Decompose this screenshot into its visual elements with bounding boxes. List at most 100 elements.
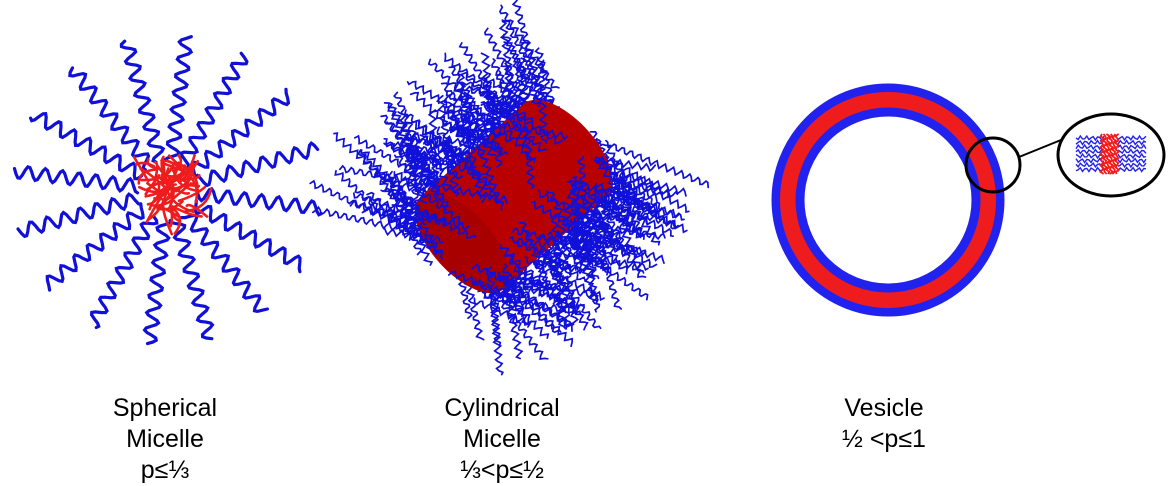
callout-line (1018, 139, 1062, 158)
hydrophobic-tail (571, 176, 645, 240)
core-chain (183, 174, 201, 181)
core-chain (177, 185, 207, 202)
core-chain (159, 188, 174, 202)
hydrophobic-tail (393, 154, 427, 202)
hydrophobic-tail (593, 156, 636, 224)
hydrophobic-tail (179, 213, 269, 314)
zoom-circle (964, 136, 1022, 194)
hydrophobic-tail (45, 202, 145, 292)
hydrophobic-tail (471, 264, 529, 292)
hydrophobic-tail (68, 66, 151, 172)
hydrophobic-tail (557, 230, 649, 301)
spherical-label-line-2: Micelle (126, 425, 204, 453)
hydrophobic-tail (505, 253, 547, 296)
core-chain (172, 153, 196, 180)
hydrophobic-tail (511, 0, 545, 102)
hydrophobic-tail (517, 240, 577, 271)
lipid-tail (1117, 139, 1147, 146)
hydrophobic-tail (436, 126, 505, 211)
core-chain (146, 182, 165, 196)
hydrophobic-tail (498, 4, 560, 89)
core-chain (153, 181, 172, 187)
core-chain (144, 189, 164, 198)
spherical-label-line-1: Spherical (112, 394, 218, 422)
spherical-micelle-core (132, 153, 213, 236)
core-chain (189, 182, 199, 204)
cylindrical-micelle-front-tails (309, 0, 690, 376)
spherical-packing-parameter: p≤⅓ (140, 456, 190, 484)
hydrophobic-tail (480, 73, 503, 168)
lipid-tail (1075, 148, 1105, 155)
hydrophobic-tail (481, 291, 567, 314)
hydrophobic-tail (502, 263, 532, 328)
hydrophobic-tail (502, 33, 542, 108)
hydrophobic-tail (406, 80, 502, 140)
lipid-tail (1075, 166, 1105, 173)
lipid-core-chain (1101, 133, 1109, 175)
hydrophobic-tail (142, 218, 173, 346)
lipid-core-chain (1113, 133, 1121, 175)
hydrophobic-tail (190, 87, 291, 178)
hydrophobic-tail (576, 212, 604, 269)
hydrophobic-tail (29, 112, 144, 181)
hydrophobic-tail (495, 286, 550, 339)
lipid-tail (1117, 143, 1147, 151)
hydrophobic-tail (419, 134, 453, 190)
spherical-micelle-illustration (12, 35, 323, 346)
hydrophobic-tail (490, 292, 549, 360)
hydrophobic-tail (16, 192, 143, 239)
inner-leaflet (795, 107, 981, 293)
hydrophobic-tail (193, 199, 302, 274)
cylindrical-micelle-label: Cylindrical Micelle ⅓<p≤½ (392, 393, 612, 486)
core-chain (169, 184, 201, 197)
vesicle-illustration (771, 83, 1166, 317)
hydrophobic-tail (387, 170, 422, 235)
hydrophobic-tail (394, 193, 476, 239)
hydrophobic-tail (474, 278, 517, 307)
vesicle-packing-parameter: ½ <p≤1 (842, 425, 926, 453)
lipid-tail (1075, 134, 1105, 142)
hydrophobic-tail (414, 119, 471, 162)
core-chain (165, 188, 195, 214)
vesicle-label: Vesicle ½ <p≤1 (774, 393, 994, 455)
hydrophobic-tail (523, 256, 605, 302)
lipid-tail (1117, 166, 1147, 173)
hydrophobic-tail (622, 170, 687, 197)
spherical-micelle-label: Spherical Micelle p≤⅓ (55, 393, 275, 486)
hydrophobic-tail (518, 221, 558, 307)
hydrophobic-tail (498, 20, 520, 120)
hydrophobic-tail (566, 180, 619, 243)
lipid-core-chain (1104, 133, 1112, 175)
hydrophobic-tail (119, 39, 166, 164)
hydrophobic-tail (538, 246, 602, 330)
core-chain (138, 185, 167, 194)
hydrophobic-tail (349, 200, 447, 226)
hydrophobic-tail (485, 266, 504, 376)
lipid-tail (1117, 134, 1147, 142)
hydrophobic-tail (569, 179, 680, 219)
hydrophobic-tail (580, 190, 600, 265)
hydrophobic-tail (449, 126, 501, 151)
cylindrical-label-line-2: Micelle (463, 425, 541, 453)
hydrophobic-tail (604, 186, 645, 274)
cylindrical-label-line-1: Cylindrical (444, 394, 560, 422)
hydrophobic-tail (583, 205, 620, 244)
cylindrical-micelle-illustration (309, 0, 710, 376)
hydrophobic-tail (473, 297, 533, 326)
hydrophobic-tail (499, 244, 533, 292)
hydrophobic-tail (393, 91, 440, 191)
hydrophobic-tail (193, 141, 320, 188)
hydrophobic-tail (408, 120, 491, 187)
core-chain (132, 155, 150, 183)
hydrophobic-tail (534, 47, 555, 103)
lipid-tail (1117, 148, 1147, 155)
hydrophobic-tail (497, 276, 574, 348)
hydrophobic-tail (196, 186, 323, 217)
hydrophobic-tail (497, 281, 562, 334)
hydrophobic-tail (163, 35, 194, 162)
hydrophobic-tail (12, 165, 140, 195)
hydrophobic-tail (401, 122, 449, 211)
lipid-tail (1117, 157, 1147, 164)
hydrophobic-tail (509, 236, 571, 253)
